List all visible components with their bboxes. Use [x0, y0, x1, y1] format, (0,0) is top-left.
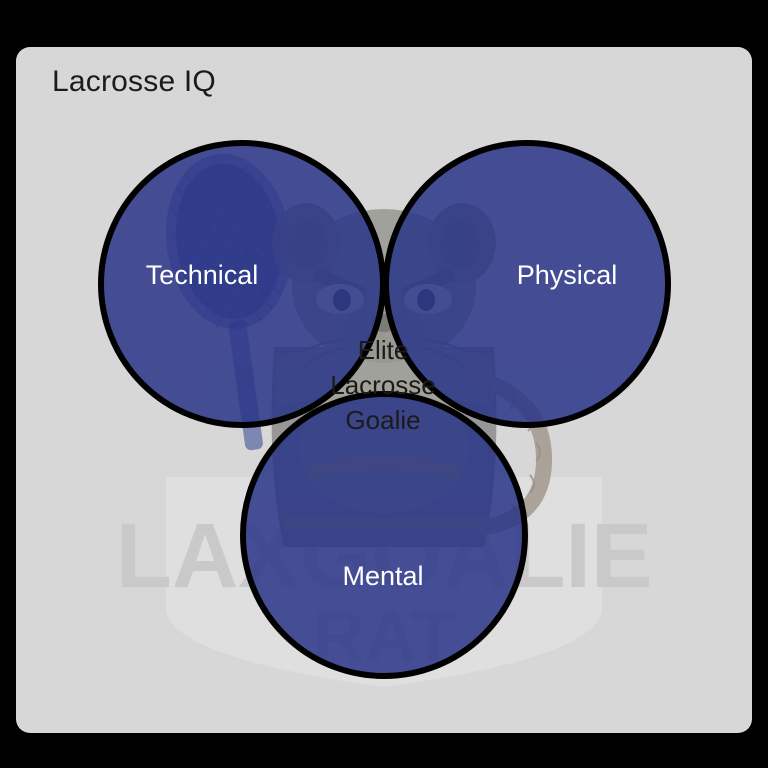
venn-label-mental: Mental [342, 561, 423, 591]
venn-circle-physical[interactable] [386, 143, 668, 425]
venn-outline-mental [240, 391, 528, 679]
venn-label-physical: Physical [517, 260, 618, 290]
venn-outline-physical [383, 140, 671, 428]
page-title: Lacrosse IQ [52, 65, 216, 98]
venn-circle-mental[interactable] [243, 394, 525, 676]
venn-label-technical: Technical [146, 260, 259, 290]
venn-circle-technical[interactable] [101, 143, 383, 425]
venn-center-label-line2: Lacrosse [330, 370, 436, 400]
diagram-panel: Lacrosse IQ LAXGOALIE RAT [16, 47, 752, 733]
venn-center-label-line3: Goalie [345, 405, 420, 435]
venn-diagram: Technical Physical Mental Elite Lacrosse… [98, 140, 671, 679]
venn-center-label-line1: Elite [358, 335, 409, 365]
